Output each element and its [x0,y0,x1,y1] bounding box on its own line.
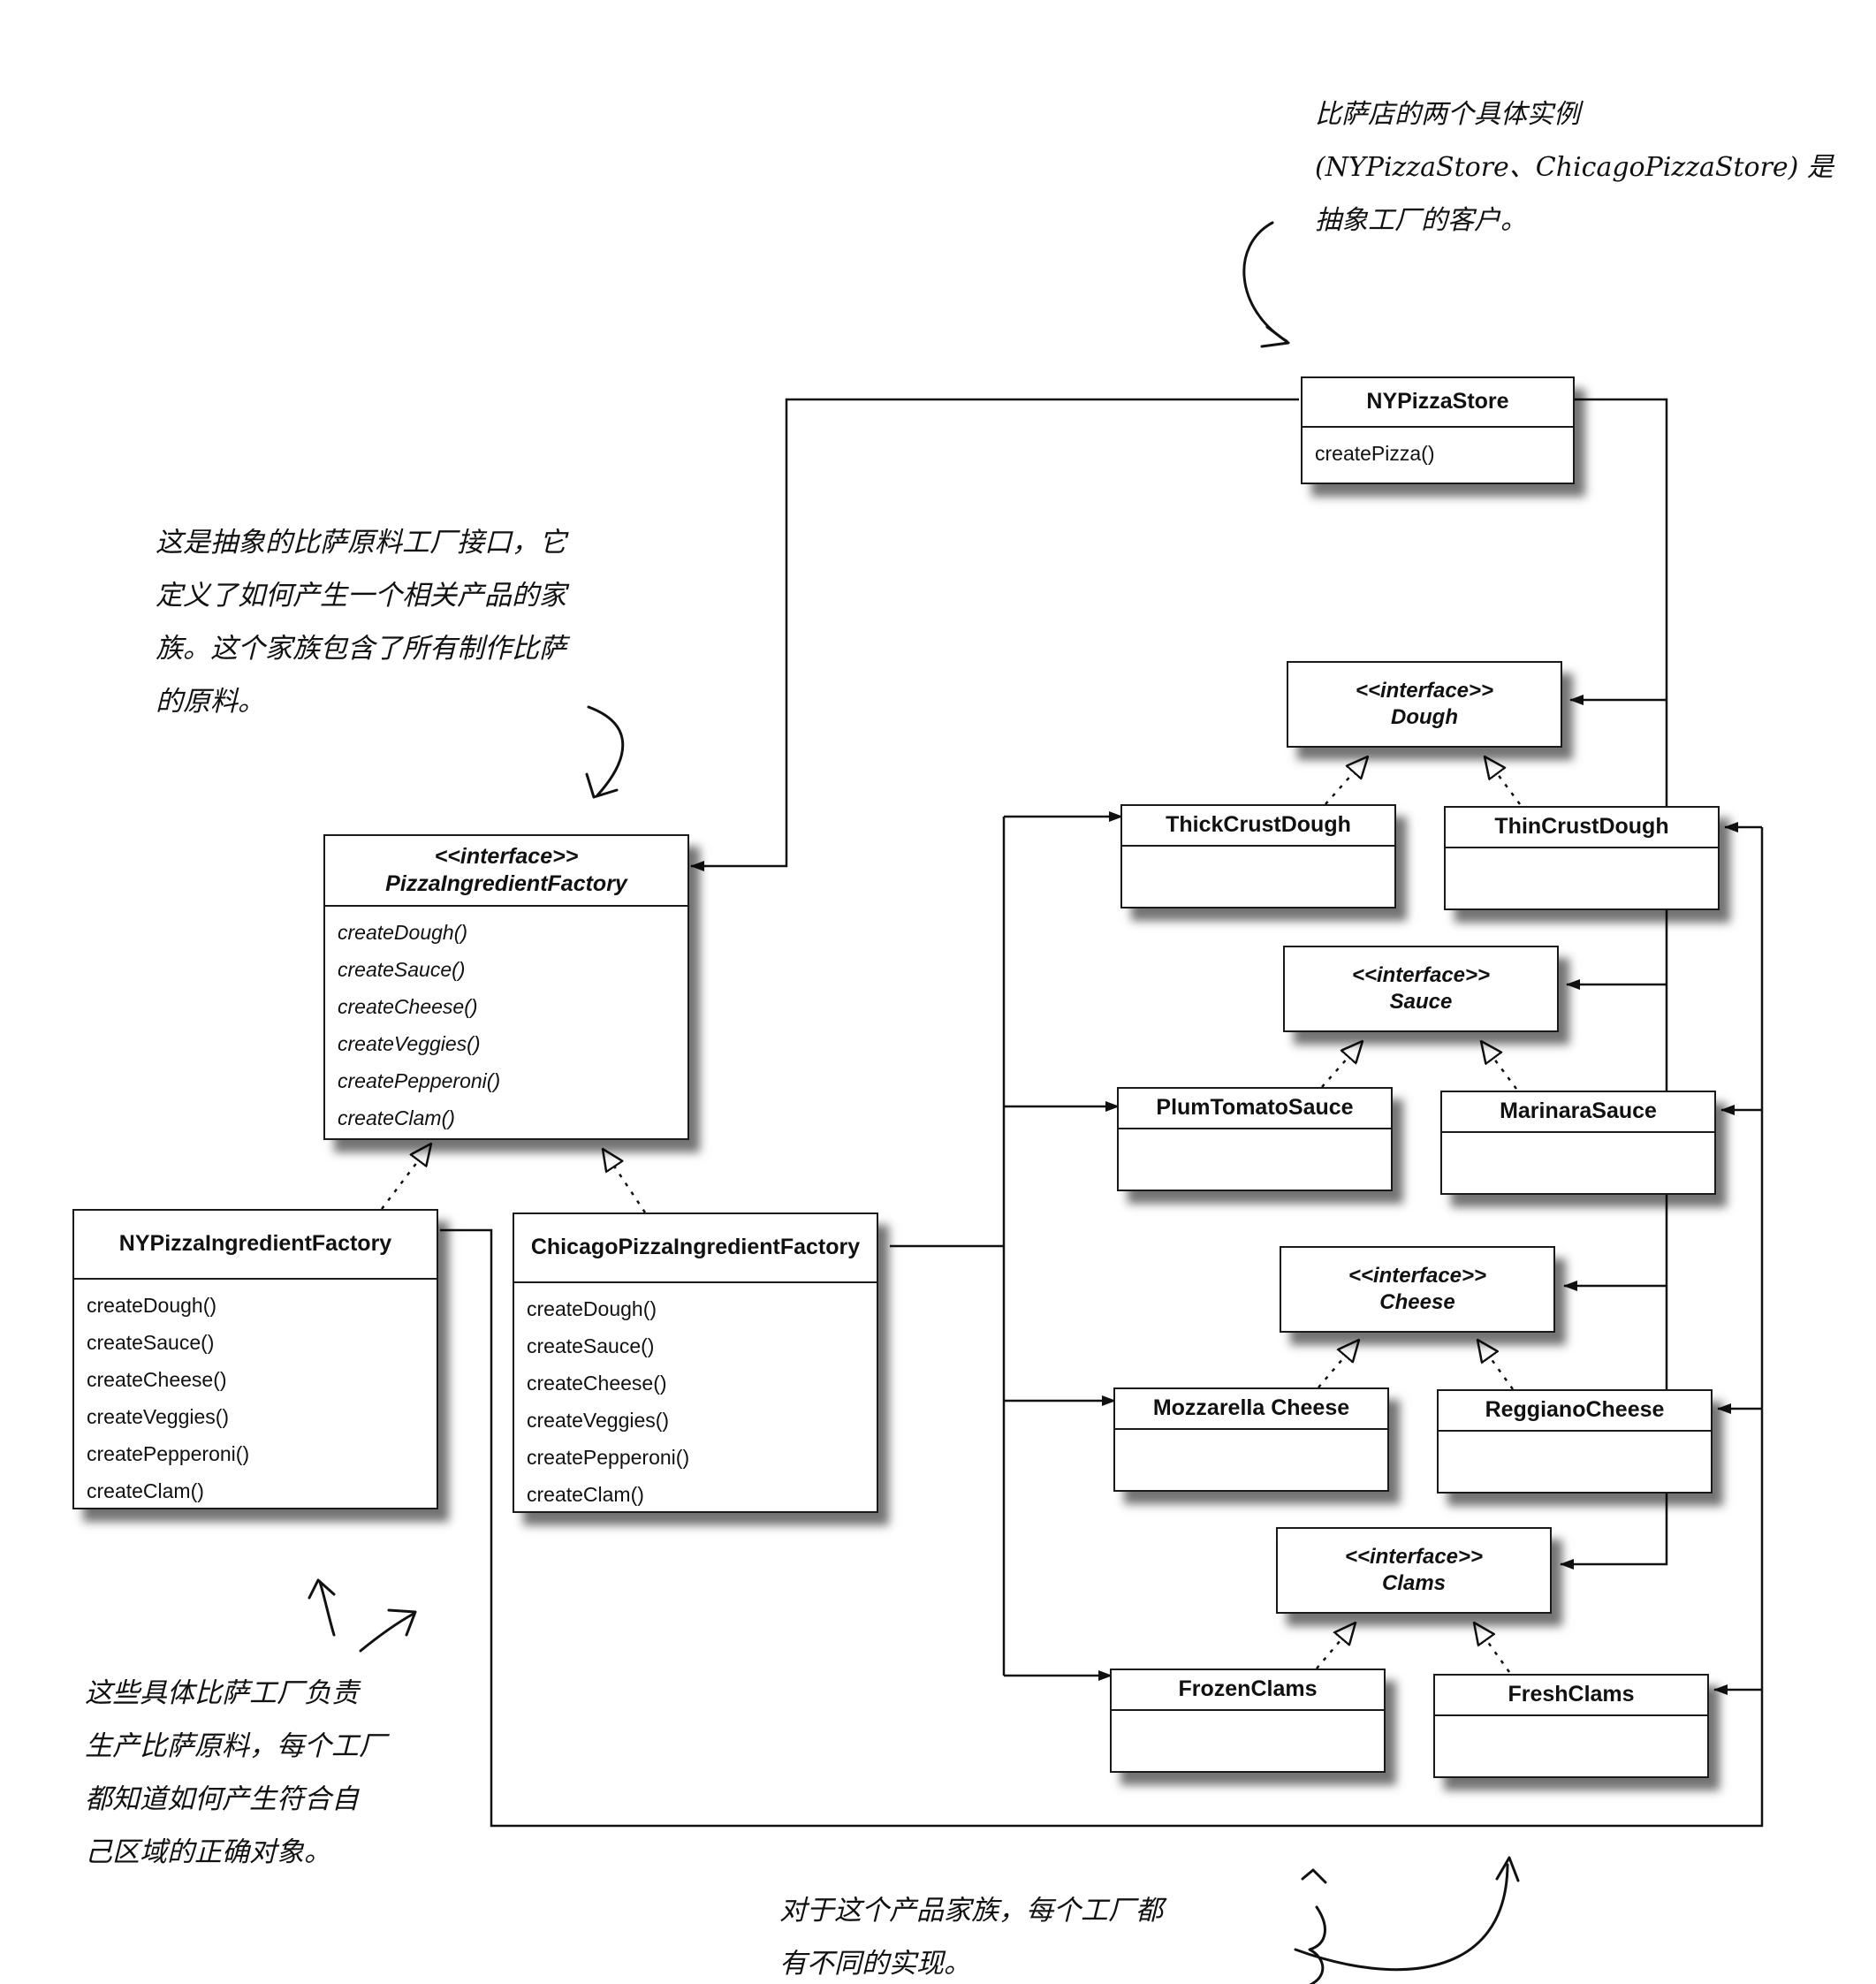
class-ny-pizza-store: NYPizzaStore createPizza() [1301,376,1575,484]
chicago-factory-creates-products [890,811,1123,1681]
class-name: Clams [1381,1571,1447,1595]
annotation-line: 都知道如何产生符合自 [85,1783,359,1815]
class-name: Cheese [1379,1290,1455,1314]
annotation-arrows [308,221,1520,1984]
annotation-concrete-factories: 这些具体比萨工厂负责 生产比萨原料，每个工厂 都知道如何产生符合自 己区域的正确… [85,1667,386,1879]
class-name: MarinaraSauce [1500,1098,1657,1124]
annotation-line: (NYPizzaStore、ChicagoPizzaStore) 是 [1315,152,1834,183]
annotation-line: 这些具体比萨工厂负责 [85,1677,359,1709]
method-create-clam: createClam() [338,1106,455,1129]
annotation-line: 对于这个产品家族，每个工厂都 [779,1895,1163,1927]
ny-factory-creates-products [440,822,1764,1828]
method-create-clam: createClam() [87,1479,204,1502]
annotation-line: 有不同的实现。 [779,1948,971,1980]
method-create-cheese: createCheese() [87,1368,227,1391]
class-name: ChicagoPizzaIngredientFactory [530,1235,861,1260]
class-name: Dough [1391,705,1458,729]
class-chicago-pizza-ingredient-factory: ChicagoPizzaIngredientFactory createDoug… [513,1212,878,1513]
method-create-dough: createDough() [527,1297,657,1320]
method-create-sauce: createSauce() [87,1331,215,1354]
method-create-pepperoni: createPepperoni() [338,1069,501,1092]
class-clams-interface: <<interface>> Clams [1276,1527,1552,1614]
annotation-line: 这是抽象的比萨原料工厂接口，它 [156,527,566,559]
stereotype-label: <<interface>> [434,843,579,869]
class-name: ThickCrustDough [1166,812,1351,838]
annotation-line: 比萨店的两个具体实例 [1315,99,1580,130]
annotation-line: 己区域的正确对象。 [85,1836,331,1868]
method-create-sauce: createSauce() [527,1334,655,1357]
class-thick-crust-dough: ThickCrustDough [1120,804,1396,908]
method-create-dough: createDough() [87,1294,217,1317]
factory-realizations [381,1144,647,1213]
class-mozzarella-cheese: Mozzarella Cheese [1113,1387,1389,1492]
class-dough-interface: <<interface>> Dough [1287,661,1562,748]
store-to-factory-association [690,398,1299,871]
class-name: FrozenClams [1178,1676,1318,1702]
method-create-veggies: createVeggies() [87,1405,230,1428]
method-create-pepperoni: createPepperoni() [527,1446,690,1469]
class-name: ThinCrustDough [1494,814,1669,840]
method-create-veggies: createVeggies() [338,1032,481,1055]
annotation-line: 生产比萨原料，每个工厂 [85,1730,386,1762]
method-create-veggies: createVeggies() [527,1409,670,1432]
product-realizations [1316,756,1522,1673]
stereotype-label: <<interface>> [1348,1264,1487,1288]
method-create-pepperoni: createPepperoni() [87,1442,250,1465]
class-name: PizzaIngredientFactory [385,871,627,896]
class-name: Sauce [1389,990,1453,1014]
annotation-abstract-factory: 这是抽象的比萨原料工厂接口，它 定义了如何产生一个相关产品的家 族。这个家族包含… [156,516,566,728]
annotation-line: 定义了如何产生一个相关产品的家 [156,580,566,612]
class-pizza-ingredient-factory: <<interface>> PizzaIngredientFactory cre… [323,834,689,1140]
method-create-cheese: createCheese() [527,1372,667,1395]
annotation-product-family: 对于这个产品家族，每个工厂都 有不同的实现。 [779,1884,1163,1984]
class-name: PlumTomatoSauce [1156,1095,1354,1121]
annotation-line: 抽象工厂的客户。 [1315,205,1527,236]
annotation-line: 族。这个家族包含了所有制作比萨 [156,633,566,665]
class-frozen-clams: FrozenClams [1110,1669,1386,1773]
class-marinara-sauce: MarinaraSauce [1440,1091,1716,1195]
method-create-pizza: createPizza() [1315,442,1435,465]
class-ny-pizza-ingredient-factory: NYPizzaIngredientFactory createDough() c… [72,1209,438,1509]
class-name: FreshClams [1508,1682,1635,1707]
stereotype-label: <<interface>> [1351,963,1491,987]
class-plum-tomato-sauce: PlumTomatoSauce [1117,1087,1393,1191]
annotation-line: 的原料。 [156,686,265,718]
store-to-products-bus [1560,398,1668,1570]
class-sauce-interface: <<interface>> Sauce [1283,946,1559,1032]
class-name: ReggianoCheese [1485,1397,1665,1423]
class-thin-crust-dough: ThinCrustDough [1444,806,1720,910]
annotation-clients: 比萨店的两个具体实例 (NYPizzaStore、ChicagoPizzaSto… [1315,88,1834,247]
class-name: NYPizzaIngredientFactory [118,1231,392,1257]
method-create-dough: createDough() [338,921,468,944]
stereotype-label: <<interface>> [1344,1545,1484,1569]
class-fresh-clams: FreshClams [1433,1674,1709,1778]
method-create-sauce: createSauce() [338,958,466,981]
class-name: Mozzarella Cheese [1152,1395,1350,1421]
class-reggiano-cheese: ReggianoCheese [1437,1389,1713,1494]
class-cheese-interface: <<interface>> Cheese [1280,1246,1555,1333]
stereotype-label: <<interface>> [1355,679,1494,703]
method-create-cheese: createCheese() [338,995,478,1018]
method-create-clam: createClam() [527,1483,644,1506]
class-name: NYPizzaStore [1366,389,1509,414]
